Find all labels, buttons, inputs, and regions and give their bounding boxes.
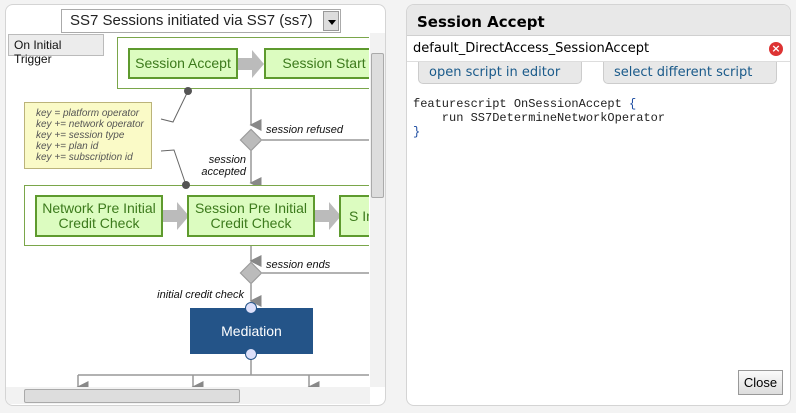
connector-lines (76, 89, 369, 387)
selector-value: SS7 Sessions initiated via SS7 (ss7) (70, 12, 313, 29)
code-brace: } (413, 125, 421, 139)
input-port (245, 302, 257, 314)
node-network-pre[interactable]: Network Pre Initial Credit Check (35, 195, 163, 237)
arrow-icon (238, 50, 264, 78)
remove-icon[interactable]: × (769, 42, 783, 56)
on-initial-trigger-button[interactable]: On Initial Trigger (8, 34, 104, 66)
code-line: featurescript OnSessionAccept (413, 97, 630, 111)
note-line: key += network operator (36, 119, 144, 130)
script-name: default_DirectAccess_SessionAccept (413, 41, 650, 56)
arrow-icon (315, 202, 341, 230)
node-session-initial[interactable]: S Initi (339, 195, 369, 237)
code-brace: { (629, 97, 637, 111)
open-script-button[interactable]: open script in editor (418, 62, 582, 84)
script-name-row: default_DirectAccess_SessionAccept × (407, 36, 790, 62)
note-line: key += plan id (36, 141, 99, 152)
select-script-button[interactable]: select different script (603, 62, 777, 84)
note-line: key += subscription id (36, 152, 133, 163)
diagram-panel: SS7 Sessions initiated via SS7 (ss7) Ses… (5, 4, 386, 406)
script-panel: Session Accept default_DirectAccess_Sess… (406, 4, 791, 406)
vertical-scrollbar[interactable] (370, 33, 385, 387)
close-button[interactable]: Close (738, 370, 783, 395)
node-session-accept[interactable]: Session Accept (128, 48, 238, 79)
node-session-start[interactable]: Session Start (264, 48, 369, 79)
scrollbar-thumb[interactable] (371, 53, 384, 198)
output-port (245, 348, 257, 360)
code-line: run SS7DetermineNetworkOperator (413, 111, 666, 125)
note-line: key += session type (36, 130, 125, 141)
panel-title: Session Accept (407, 5, 790, 36)
node-mediation[interactable]: Mediation (190, 308, 313, 354)
label-initial-credit-check: initial credit check (157, 289, 244, 301)
horizontal-scrollbar[interactable] (6, 387, 370, 404)
label-session-refused: session refused (266, 124, 344, 136)
key-note: key = platform operator key += network o… (24, 102, 152, 169)
arrow-icon (163, 202, 189, 230)
label-session-accepted: session accepted (201, 154, 246, 178)
script-code: featurescript OnSessionAccept { run SS7D… (413, 97, 665, 139)
chevron-down-icon[interactable] (323, 11, 339, 31)
note-line: key = platform operator (36, 108, 140, 119)
scrollbar-thumb[interactable] (24, 389, 240, 403)
node-session-pre[interactable]: Session Pre Initial Credit Check (187, 195, 315, 237)
flow-selector[interactable]: SS7 Sessions initiated via SS7 (ss7) (61, 9, 341, 33)
label-session-ends: session ends (266, 259, 331, 271)
flow-canvas: Session Accept Session Start key = platf… (6, 33, 369, 387)
